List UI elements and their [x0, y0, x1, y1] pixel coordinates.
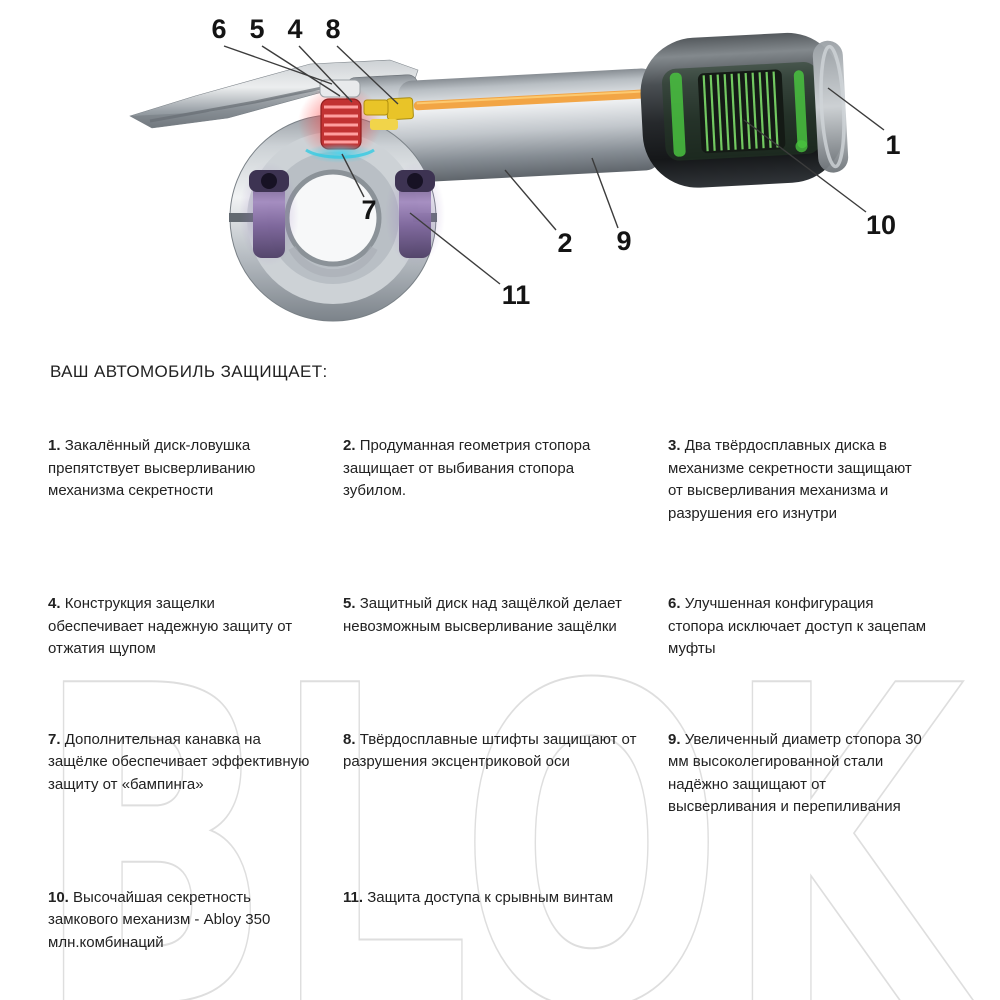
- item-text: Увеличенный диаметр стопора 30 мм высоко…: [668, 730, 922, 816]
- protection-item-3: 3. Два твёрдосплавных диска в механизме …: [668, 435, 960, 525]
- protection-item-7: 7. Дополнительная канавка на защёлке обе…: [48, 729, 343, 797]
- device-diagram-svg: 6 5 4 8 1 7 2 9 10 11: [129, 14, 901, 322]
- yellow-part-upper: [363, 99, 389, 116]
- item-number: 3.: [668, 437, 681, 454]
- callout-label-10: 10: [866, 210, 896, 240]
- item-text: Закалённый диск-ловушка препятствует выс…: [48, 437, 256, 499]
- callout-label-6: 6: [211, 14, 226, 44]
- item-number: 8.: [343, 730, 356, 748]
- callout-label-11: 11: [502, 280, 531, 310]
- carbide-disc-right: [793, 70, 808, 149]
- item-text: Высочайшая секретность замкового механиз…: [48, 888, 271, 951]
- callout-label-7: 7: [361, 195, 376, 225]
- item-text: Защита доступа к срывным винтам: [367, 888, 614, 906]
- callout-line-8: [336, 45, 399, 105]
- item-text: Твёрдосплавные штифты защищают от разруш…: [343, 730, 637, 771]
- protection-item-9: 9. Увеличенный диаметр стопора 30 мм выс…: [668, 729, 960, 819]
- protection-item-1: 1. Закалённый диск-ловушка препятствует …: [48, 435, 343, 503]
- protection-item-2: 2. Продуманная геометрия стопора защищае…: [343, 435, 668, 503]
- hook-arm: [129, 59, 419, 129]
- callout-line-1: [827, 87, 885, 131]
- callout-line-11: [409, 212, 501, 285]
- eccentric-pin-highlight: [386, 97, 414, 121]
- callout-label-9: 9: [616, 226, 631, 256]
- item-number: 7.: [48, 730, 61, 748]
- carbide-disc-left: [669, 72, 686, 157]
- item-number: 11.: [343, 888, 364, 906]
- callout-line-10: [743, 119, 867, 213]
- clamp-ring: [229, 114, 437, 322]
- item-number: 2.: [343, 437, 356, 454]
- callout-label-5: 5: [249, 14, 264, 44]
- item-number: 4.: [48, 595, 61, 612]
- callout-line-4: [298, 45, 353, 103]
- callout-label-2: 2: [557, 228, 572, 258]
- item-text: Два твёрдосплавных диска в механизме сек…: [668, 437, 912, 522]
- groove-cyan-highlight: [306, 143, 374, 163]
- item-text: Дополнительная канавка на защёлке обеспе…: [48, 730, 310, 793]
- callout-line-6: [223, 45, 333, 85]
- callout-line-5: [261, 45, 341, 97]
- callout-label-4: 4: [287, 14, 302, 44]
- yellow-part-lower: [370, 119, 398, 130]
- item-number: 9.: [668, 730, 681, 748]
- latch-spring-highlight: [298, 79, 398, 163]
- callout-line-2: [504, 169, 557, 231]
- protection-item-10: 10. Высочайшая секретность замкового мех…: [48, 887, 343, 955]
- grip: [640, 32, 849, 188]
- protection-item-4: 4. Конструкция защелки обеспечивает наде…: [48, 593, 343, 661]
- callout-line-7: [341, 153, 365, 198]
- item-number: 10.: [48, 888, 69, 906]
- device-diagram: 6 5 4 8 1 7 2 9 10 11: [0, 0, 1000, 348]
- section-title: ВАШ АВТОМОБИЛЬ ЗАЩИЩАЕТ:: [50, 362, 328, 381]
- protection-item-5: 5. Защитный диск над защёлкой делает нев…: [343, 593, 668, 638]
- protection-item-8: 8. Твёрдосплавные штифты защищают от раз…: [343, 729, 668, 774]
- item-number: 5.: [343, 595, 356, 612]
- item-text: Продуманная геометрия стопора защищает о…: [343, 437, 591, 499]
- item-text: Конструкция защелки обеспечивает надежну…: [48, 595, 293, 657]
- callout-line-9: [591, 157, 619, 229]
- protection-item-11: 11. Защита доступа к срывным винтам: [343, 887, 668, 910]
- item-text: Защитный диск над защёлкой делает невозм…: [343, 595, 622, 635]
- item-number: 1.: [48, 437, 61, 454]
- protection-item-6: 6. Улучшенная конфигурация стопора исклю…: [668, 593, 960, 661]
- protection-items-grid: 1. Закалённый диск-ловушка препятствует …: [48, 420, 960, 969]
- callout-label-1: 1: [885, 130, 900, 160]
- item-number: 6.: [668, 595, 681, 612]
- protection-section: ВАШ АВТОМОБИЛЬ ЗАЩИЩАЕТ: 1. Закалённый д…: [0, 348, 1000, 969]
- shear-bolt-left: [239, 162, 299, 266]
- callout-label-8: 8: [325, 14, 340, 44]
- lock-mechanism-highlight: [669, 69, 808, 157]
- shear-bolt-right: [385, 162, 445, 266]
- item-text: Улучшенная конфигурация стопора исключае…: [668, 595, 927, 657]
